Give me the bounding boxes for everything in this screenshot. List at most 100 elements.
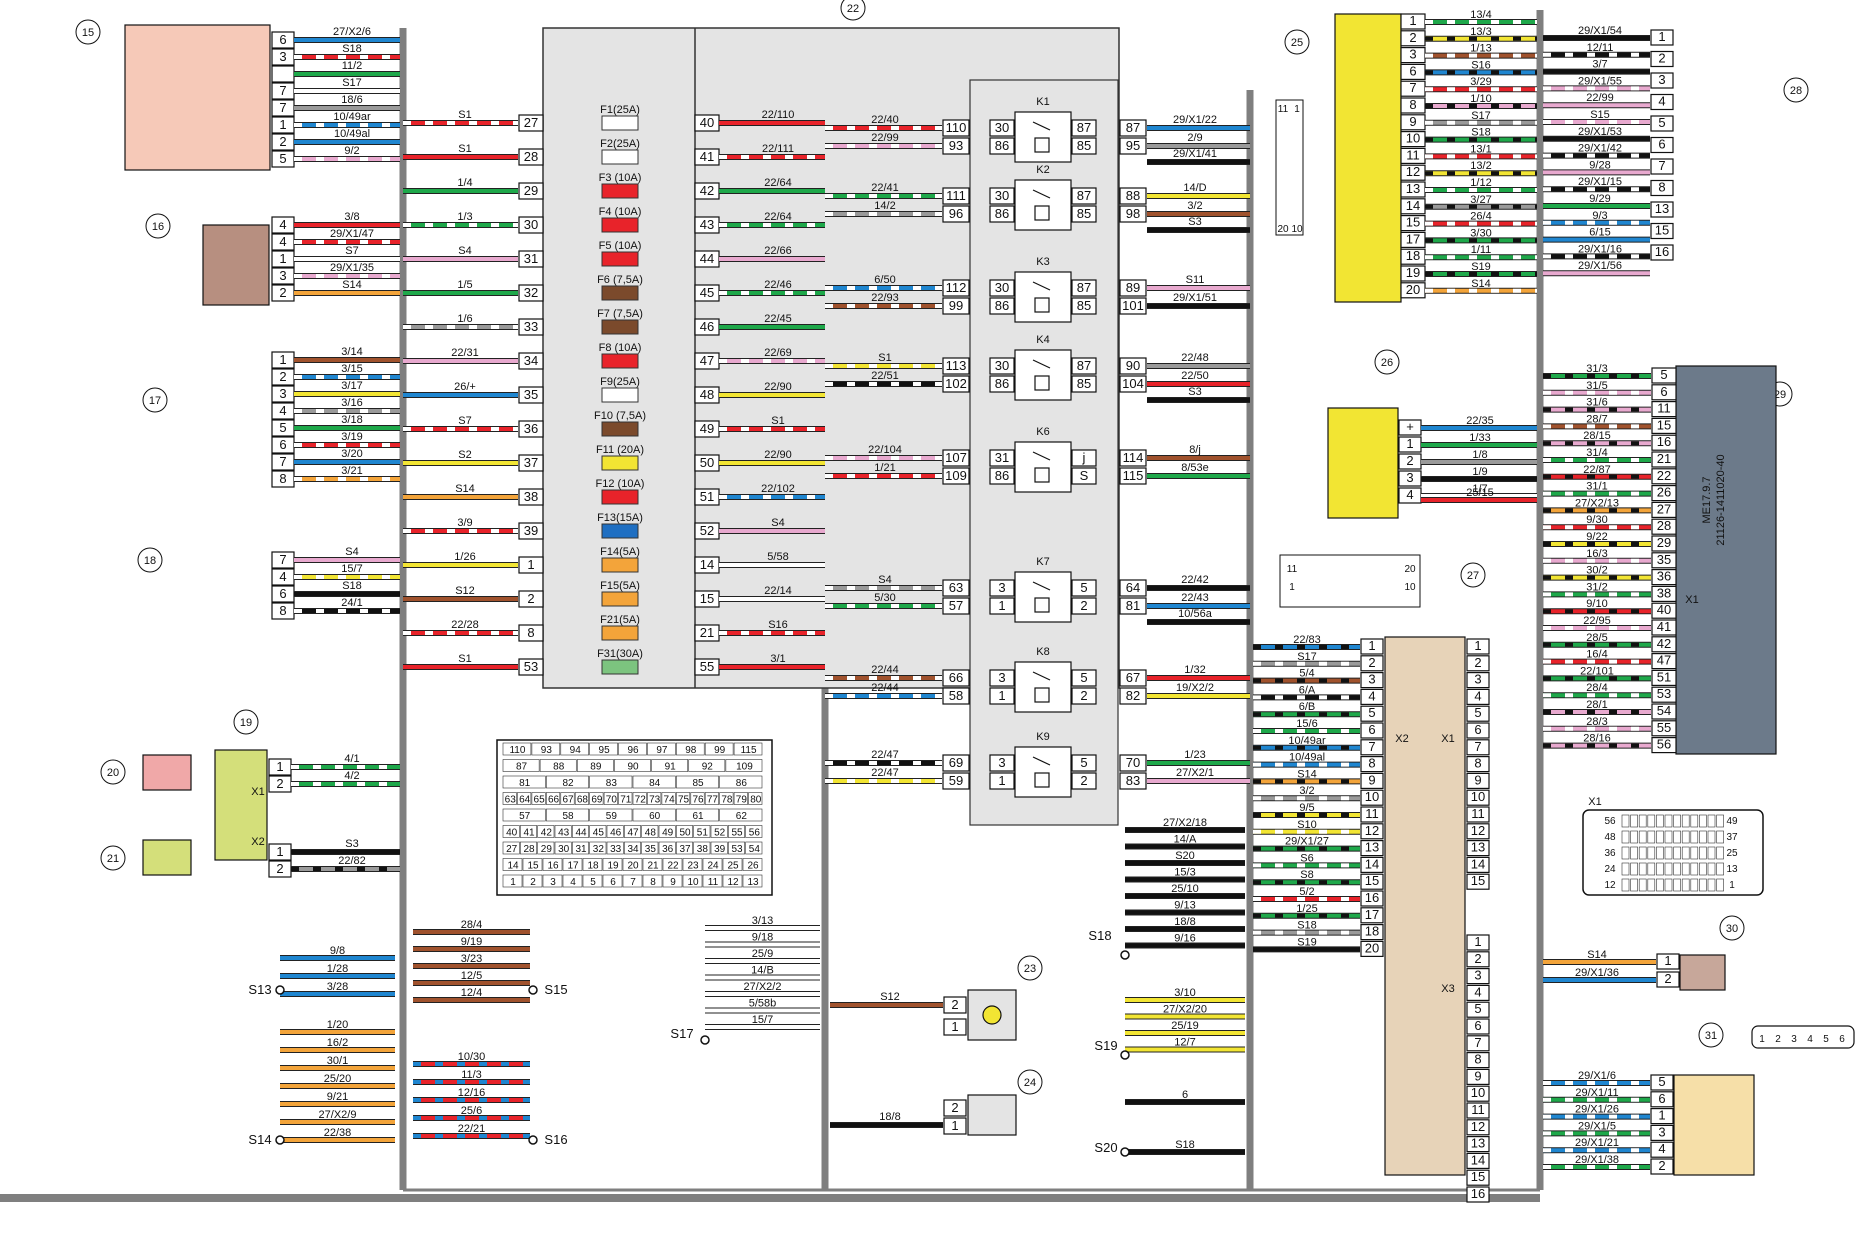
conn-pin-label: 3 — [1474, 672, 1481, 687]
face-number: 20 — [1277, 224, 1289, 235]
relay-coil — [1034, 597, 1050, 613]
fuse-wire-out-label: 22/14 — [764, 585, 792, 597]
conn-pin-label: 9 — [1409, 114, 1416, 129]
conn-pin — [1360, 755, 1384, 773]
component-body — [202, 224, 270, 306]
face-number: 2 — [1775, 1034, 1781, 1045]
relay-mount-pin — [1119, 357, 1147, 375]
conn-pin-label: 5 — [279, 151, 286, 166]
relay-pin — [989, 597, 1015, 615]
conn-wire-label: 22/82 — [338, 855, 366, 867]
relay-pin — [989, 754, 1015, 772]
ecu-face-cell — [1690, 830, 1699, 844]
lamp-icon — [982, 1005, 1002, 1025]
fuse-pin-in-label: 34 — [524, 353, 538, 368]
ecu-face-number: 25 — [1726, 848, 1738, 859]
callout-circle — [75, 19, 101, 45]
mount-cell — [589, 808, 633, 822]
relay-coil — [1034, 205, 1050, 221]
conn-pin-label: 8 — [1409, 97, 1416, 112]
conn-pin — [1650, 29, 1674, 46]
relay-wire-label: 1/23 — [1184, 749, 1205, 761]
splice-wire-label: 22/21 — [458, 1123, 486, 1135]
mount-cell — [542, 874, 563, 888]
conn-pin-label: 3 — [1474, 968, 1481, 983]
conn-wire-label: 10/49al — [1289, 752, 1325, 764]
relay-pin — [989, 687, 1015, 705]
splice-wire-label: 27/X2/20 — [1163, 1004, 1207, 1016]
callout-number: 18 — [144, 555, 156, 567]
relay-wire-label: 22/93 — [871, 292, 899, 304]
mount-cell — [728, 825, 745, 838]
conn-pin — [1360, 856, 1384, 874]
ecu-face-cell — [1699, 814, 1707, 828]
mount-cell — [632, 775, 676, 789]
conn-pin — [1650, 1158, 1674, 1175]
mount-cell — [589, 742, 618, 756]
relay-name: K7 — [1036, 556, 1049, 568]
mount-cell-label: 96 — [627, 745, 639, 756]
fuse-pin-in-label: 53 — [524, 659, 538, 674]
mount-cell — [722, 874, 743, 888]
connector-tag: X2 — [1395, 733, 1408, 745]
conn-pin-label: 7 — [279, 454, 286, 469]
conn-wire-label: 30/2 — [1586, 565, 1607, 577]
relay-pin — [1071, 119, 1097, 137]
fuse-name: F7 (7,5A) — [597, 308, 643, 320]
conn-wire-label: 28/15 — [1583, 430, 1611, 442]
ecu-face-number: 49 — [1726, 816, 1738, 827]
conn-wire-label: 9/28 — [1589, 159, 1610, 171]
callout-number: 28 — [1790, 85, 1802, 97]
component-21-body — [142, 839, 192, 876]
splice-wire-label: 1/20 — [327, 1019, 348, 1031]
callout-number: 26 — [1381, 357, 1393, 369]
relay-wire-label: S4 — [878, 574, 891, 586]
splice-wire-label: 3/28 — [327, 981, 348, 993]
conn-wire-label: 3/7 — [1592, 59, 1607, 71]
conn-wire-label: S18 — [342, 580, 362, 592]
mount-cell-label: 66 — [548, 795, 560, 806]
conn-wire-label: 12/11 — [1587, 42, 1614, 54]
conn-pin-label: 6 — [1474, 722, 1481, 737]
mount-cell — [624, 825, 641, 838]
relay-wire-label: 22/47 — [871, 767, 899, 779]
ecu-face-cell — [1647, 878, 1656, 892]
mount-cell — [676, 825, 693, 838]
conn-pin — [943, 996, 967, 1014]
mount-cell — [742, 874, 763, 888]
relay-wire-label: 10/56a — [1178, 608, 1213, 620]
mount-cell-label: 1 — [510, 877, 516, 888]
conn-pin-label: 5 — [1368, 705, 1375, 720]
mount-cell — [710, 825, 728, 838]
conn-pin-label: 3 — [1368, 672, 1375, 687]
fuse-wire-out-label: 22/111 — [762, 143, 794, 155]
splice-wire-label: 11/3 — [461, 1069, 482, 1081]
mount-cell — [546, 808, 589, 822]
face-number: 1 — [1759, 1034, 1765, 1045]
ecu-face-cell — [1707, 830, 1716, 844]
callout-number: 19 — [240, 717, 252, 729]
mount-cell-label: 72 — [635, 795, 647, 806]
conn-pin-label: 4 — [1658, 94, 1665, 109]
mount-cell-label: 35 — [645, 844, 657, 855]
conn-pin-label: 16 — [1657, 434, 1671, 449]
face-number: 10 — [1404, 582, 1416, 593]
ecu-face-cell — [1699, 846, 1707, 860]
mount-cell — [725, 759, 763, 772]
conn-pin-label: 14 — [1471, 856, 1485, 871]
conn-pin-label: 16 — [1471, 1186, 1485, 1201]
conn-wire-label: S7 — [345, 245, 358, 257]
conn-pin — [1360, 722, 1384, 739]
relay-mount-pin — [942, 357, 970, 375]
mount-cell-label: 57 — [519, 811, 531, 822]
mount-cell-label: 20 — [627, 861, 639, 872]
conn-wire-label: 1/9 — [1472, 466, 1487, 478]
mount-cell-label: 5 — [590, 877, 596, 888]
mount-cell — [589, 841, 607, 855]
conn-pin — [1651, 552, 1677, 569]
fuse-wire-out-label: 22/64 — [764, 177, 792, 189]
mount-cell — [531, 792, 546, 805]
conn-pin — [1651, 585, 1677, 603]
conn-wire-label: 9/10 — [1586, 598, 1607, 610]
callout-number: 21 — [107, 853, 119, 865]
